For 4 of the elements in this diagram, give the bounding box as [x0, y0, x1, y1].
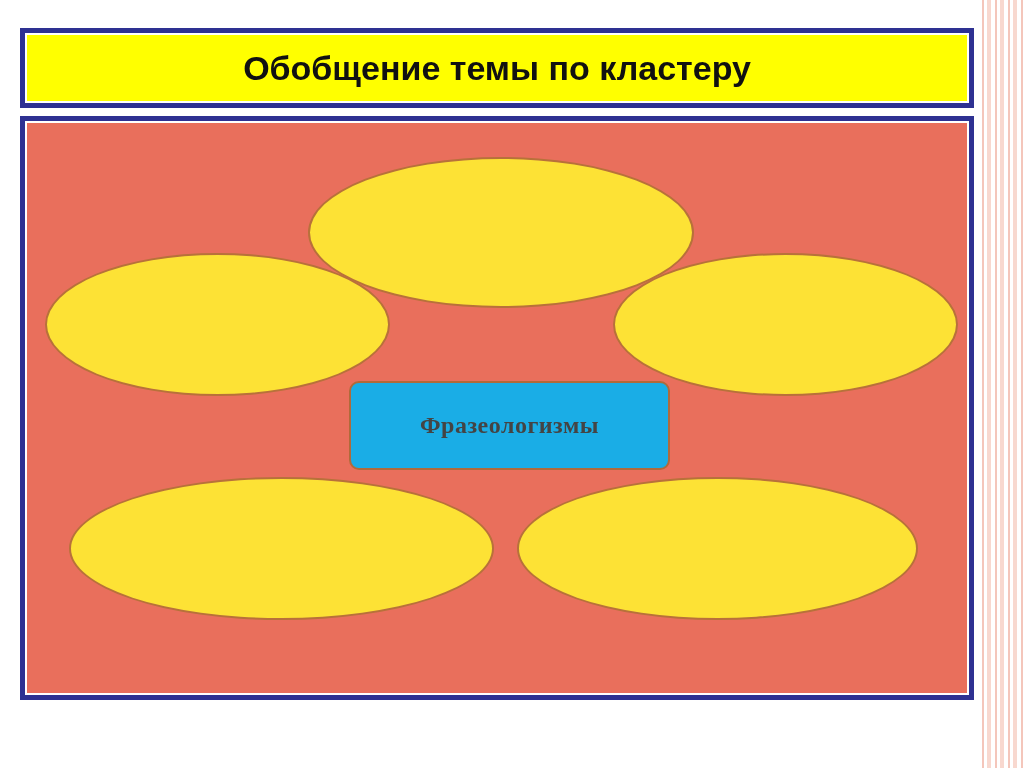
topic-label: Фразеологизмы	[420, 412, 599, 439]
topic-box	[349, 381, 670, 470]
panel-background	[20, 116, 974, 700]
title: Обобщение темы по кластеру	[243, 48, 751, 88]
